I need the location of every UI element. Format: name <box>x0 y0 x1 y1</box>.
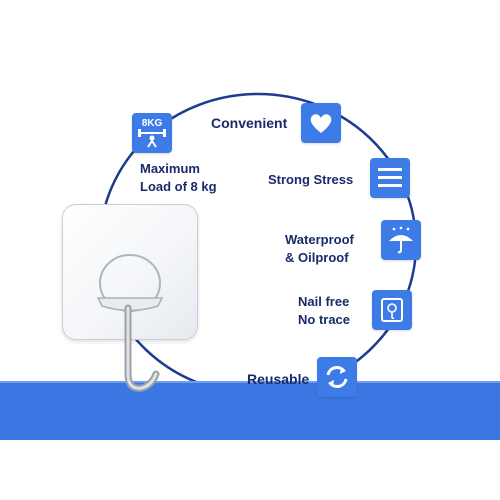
waterproof-badge <box>381 220 421 260</box>
waterproof-line2: & Oilproof <box>285 250 349 265</box>
reusable-badge <box>317 357 357 397</box>
weightlift-icon: 8KG <box>138 118 166 148</box>
load-badge: 8KG <box>132 113 172 153</box>
max-load-label: Maximum Load of 8 kg <box>140 160 217 196</box>
stress-lines-icon <box>378 168 402 187</box>
nail-free-badge <box>372 290 412 330</box>
badge-kg-text: 8KG <box>142 118 163 129</box>
convenient-badge <box>301 103 341 143</box>
waterproof-line1: Waterproof <box>285 232 354 247</box>
convenient-label: Convenient <box>211 115 288 131</box>
reusable-label: Reusable <box>247 371 310 387</box>
floor-bar <box>0 383 500 440</box>
strong-stress-label: Strong Stress <box>268 172 354 187</box>
heart-icon <box>310 114 332 133</box>
strong-stress-badge <box>370 158 410 198</box>
nail-free-line2: No trace <box>298 312 351 327</box>
nail-free-line1: Nail free <box>298 294 350 309</box>
nail-free-label: Nail free No trace <box>298 293 350 329</box>
max-load-line2: Load of 8 kg <box>140 179 217 194</box>
umbrella-icon <box>389 226 413 254</box>
max-load-line1: Maximum <box>140 161 200 176</box>
recycle-arrows-icon <box>326 366 348 388</box>
wall-hook-icon <box>381 298 403 322</box>
waterproof-label: Waterproof & Oilproof <box>285 231 354 267</box>
floor-highlight <box>0 381 500 384</box>
